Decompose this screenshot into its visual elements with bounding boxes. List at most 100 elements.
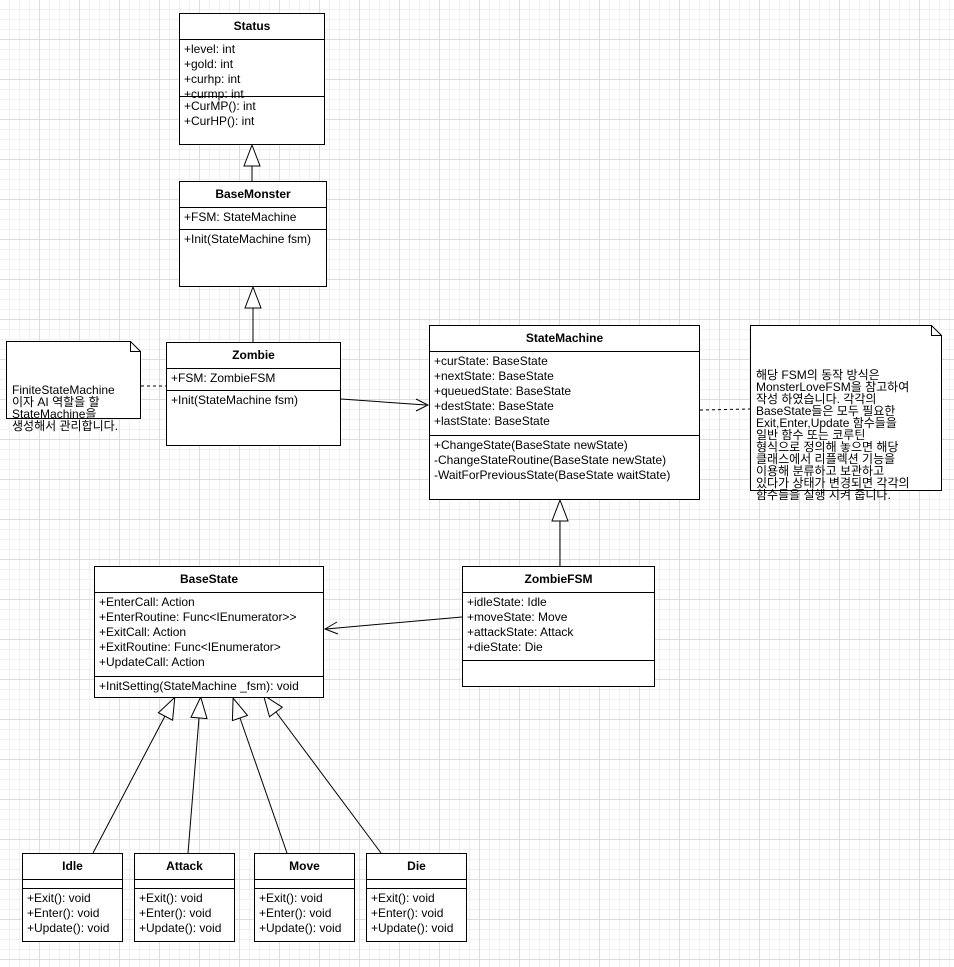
zombie-to-statemachine-association xyxy=(340,398,427,406)
zombie-to-statemachine-arrowhead xyxy=(415,398,430,412)
zombiefsm-to-basestate-arrowhead xyxy=(323,621,339,635)
attribute: +moveState: Move xyxy=(467,610,568,624)
class-idle-attributes xyxy=(23,880,122,889)
attribute: +ExitCall: Action xyxy=(99,625,187,639)
class-die-attributes xyxy=(367,880,466,889)
attack-extends-basestate-arrowhead xyxy=(190,695,208,720)
class-idle-name: Idle xyxy=(23,854,122,880)
attribute: +UpdateCall: Action xyxy=(99,655,205,669)
class-zombiefsm[interactable]: ZombieFSM +idleState: Idle +moveState: M… xyxy=(462,566,655,687)
zombiefsm-extends-statemachine-arrowhead xyxy=(551,498,569,522)
zombie-extends-basemonster-arrowhead xyxy=(244,285,262,309)
class-statemachine[interactable]: StateMachine +curState: BaseState +nextS… xyxy=(429,325,700,500)
idle-extends-basestate-line xyxy=(92,715,166,854)
class-attack-methods: +Exit(): void +Enter(): void +Update(): … xyxy=(135,889,234,939)
class-basestate-methods: +InitSetting(StateMachine _fsm): void xyxy=(95,677,323,697)
fsm-note-text: 해당 FSM의 동작 방식은 MonsterLoveFSM을 참고하여 작성 하… xyxy=(756,368,910,502)
method: +Enter(): void xyxy=(259,906,332,920)
method: -WaitForPreviousState(BaseState waitStat… xyxy=(434,468,671,482)
attribute: +lastState: BaseState xyxy=(434,414,550,428)
note-shape xyxy=(750,325,942,491)
attribute: +curmp: int xyxy=(184,87,244,101)
method: +Update(): void xyxy=(371,921,454,935)
class-basestate-name: BaseState xyxy=(95,567,323,593)
zombie-note[interactable]: FiniteStateMachine 이자 AI 역할을 할 StateMach… xyxy=(6,341,141,432)
attribute: +level: int xyxy=(184,42,236,56)
class-status[interactable]: Status +level: int +gold: int +curhp: in… xyxy=(179,13,325,145)
method: +Exit(): void xyxy=(27,891,91,905)
method: +CurHP(): int xyxy=(184,114,255,128)
class-basemonster-attributes: +FSM: StateMachine xyxy=(180,208,326,230)
method: +Enter(): void xyxy=(139,906,212,920)
method: +Update(): void xyxy=(259,921,342,935)
method: +Enter(): void xyxy=(27,906,100,920)
class-move[interactable]: Move +Exit(): void +Enter(): void +Updat… xyxy=(254,853,355,942)
method: +Update(): void xyxy=(139,921,222,935)
class-basestate-attributes: +EnterCall: Action +EnterRoutine: Func<I… xyxy=(95,593,323,677)
fsm-note-anchor xyxy=(699,408,751,411)
class-statemachine-methods: +ChangeState(BaseState newState) -Change… xyxy=(430,436,699,486)
method: +Update(): void xyxy=(27,921,110,935)
class-zombie[interactable]: Zombie +FSM: ZombieFSM +Init(StateMachin… xyxy=(166,342,341,446)
class-zombiefsm-methods xyxy=(463,661,654,666)
zombiefsm-to-basestate-association xyxy=(325,616,463,630)
class-zombie-attributes: +FSM: ZombieFSM xyxy=(167,369,340,391)
class-status-methods: +CurMP(): int +CurHP(): int xyxy=(180,97,324,132)
attribute: +EnterRoutine: Func<IEnumerator>> xyxy=(99,610,297,624)
class-attack-attributes xyxy=(135,880,234,889)
method: +Exit(): void xyxy=(139,891,203,905)
class-zombie-methods: +Init(StateMachine fsm) xyxy=(167,391,340,411)
attribute: +curhp: int xyxy=(184,72,241,86)
idle-extends-basestate-arrowhead xyxy=(157,696,176,721)
class-status-attributes: +level: int +gold: int +curhp: int +curm… xyxy=(180,40,324,101)
method: +Init(StateMachine fsm) xyxy=(171,393,299,407)
move-extends-basestate-line xyxy=(239,717,288,854)
class-move-attributes xyxy=(255,880,354,889)
method: +Exit(): void xyxy=(259,891,323,905)
basemonster-extends-status-arrowhead xyxy=(243,143,261,167)
class-die-methods: +Exit(): void +Enter(): void +Update(): … xyxy=(367,889,466,939)
attack-extends-basestate-line xyxy=(187,717,200,854)
class-basestate[interactable]: BaseState +EnterCall: Action +EnterRouti… xyxy=(94,566,324,698)
method: +InitSetting(StateMachine _fsm): void xyxy=(99,679,299,693)
attribute: +FSM: StateMachine xyxy=(184,210,297,224)
class-attack[interactable]: Attack +Exit(): void +Enter(): void +Upd… xyxy=(134,853,235,942)
class-zombiefsm-attributes: +idleState: Idle +moveState: Move +attac… xyxy=(463,593,654,661)
attribute: +nextState: BaseState xyxy=(434,369,554,383)
class-statemachine-attributes: +curState: BaseState +nextState: BaseSta… xyxy=(430,352,699,436)
class-move-methods: +Exit(): void +Enter(): void +Update(): … xyxy=(255,889,354,939)
method: +Init(StateMachine fsm) xyxy=(184,232,312,246)
class-die[interactable]: Die +Exit(): void +Enter(): void +Update… xyxy=(366,853,467,942)
class-idle[interactable]: Idle +Exit(): void +Enter(): void +Updat… xyxy=(22,853,123,942)
attribute: +destState: BaseState xyxy=(434,399,554,413)
attribute: +gold: int xyxy=(184,57,234,71)
class-basemonster-name: BaseMonster xyxy=(180,182,326,208)
method: +Enter(): void xyxy=(371,906,444,920)
class-basemonster-methods: +Init(StateMachine fsm) xyxy=(180,230,326,250)
attribute: +attackState: Attack xyxy=(467,625,574,639)
note-shape xyxy=(6,341,141,419)
move-extends-basestate-arrowhead xyxy=(231,696,249,722)
attribute: +dieState: Die xyxy=(467,640,543,654)
attribute: +curState: BaseState xyxy=(434,354,548,368)
class-statemachine-name: StateMachine xyxy=(430,326,699,352)
class-status-name: Status xyxy=(180,14,324,40)
zombie-note-text: FiniteStateMachine 이자 AI 역할을 할 StateMach… xyxy=(12,383,119,433)
class-zombiefsm-name: ZombieFSM xyxy=(463,567,654,593)
fsm-note[interactable]: 해당 FSM의 동작 방식은 MonsterLoveFSM을 참고하여 작성 하… xyxy=(750,325,942,501)
attribute: +ExitRoutine: Func<IEnumerator> xyxy=(99,640,281,654)
class-basemonster[interactable]: BaseMonster +FSM: StateMachine +Init(Sta… xyxy=(179,181,327,287)
method: +CurMP(): int xyxy=(184,99,256,113)
attribute: +FSM: ZombieFSM xyxy=(171,371,276,385)
class-die-name: Die xyxy=(367,854,466,880)
class-zombie-name: Zombie xyxy=(167,343,340,369)
method: +ChangeState(BaseState newState) xyxy=(434,438,628,452)
die-extends-basestate-arrowhead xyxy=(262,694,284,718)
class-attack-name: Attack xyxy=(135,854,234,880)
attribute: +idleState: Idle xyxy=(467,595,547,609)
attribute: +EnterCall: Action xyxy=(99,595,195,609)
class-move-name: Move xyxy=(255,854,354,880)
method: +Exit(): void xyxy=(371,891,435,905)
attribute: +queuedState: BaseState xyxy=(434,384,572,398)
